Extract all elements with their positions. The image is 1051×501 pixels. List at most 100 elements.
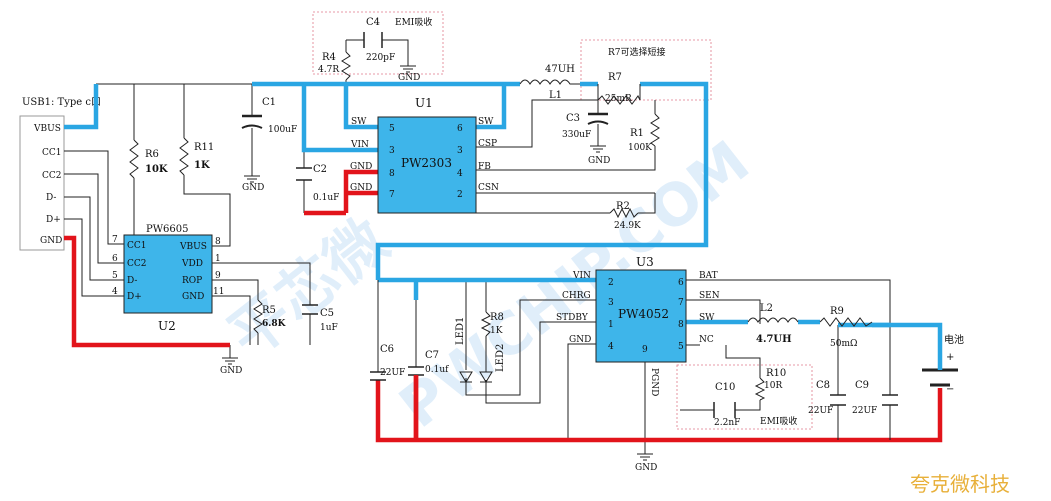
c8-ref: C8 [816, 380, 830, 391]
c1-value: 100uF [268, 125, 297, 135]
u2-pin-6-num: 6 [112, 254, 118, 264]
r9-value: 50mΩ [830, 339, 857, 349]
u1-pin-6-name: SW [478, 117, 494, 127]
u1-chip [377, 116, 477, 214]
r10-value: 10R [764, 381, 782, 391]
usb-pin-dminus: D- [46, 193, 56, 203]
c9-ref: C9 [855, 380, 869, 391]
u3-pin-vin-name: VIN [572, 271, 591, 281]
l2-value: 4.7UH [756, 334, 792, 345]
u1-pin-4-num: 4 [457, 169, 463, 179]
u1-pin-csp-name: CSP [478, 139, 497, 149]
u3-pin-chrg-name: CHRG [562, 291, 591, 301]
battery-symbol: + − [922, 348, 958, 395]
gnd-label-c1: GND [242, 183, 264, 193]
c7-ref: C7 [425, 350, 439, 361]
u3-chip [595, 269, 687, 363]
r6-body [129, 139, 139, 179]
u2-pin-rop-name: ROP [182, 276, 202, 286]
gnd-label-c4: GND [398, 73, 420, 83]
r6-value: 10K [145, 164, 168, 175]
r6-ref: R6 [145, 149, 159, 160]
u3-pin-pgnd-name: PGND [649, 368, 659, 396]
u3-pin-1-num: 1 [608, 320, 614, 330]
c4-ref: C4 [366, 17, 380, 28]
c3-ref: C3 [566, 113, 580, 124]
l2-inductor [747, 317, 799, 323]
r11-ref: R11 [194, 142, 214, 153]
r11-value: 1K [194, 160, 210, 171]
l1-inductor [519, 79, 580, 85]
r4-ref: R4 [322, 52, 336, 63]
u3-pin-3-num: 3 [608, 298, 614, 308]
gnd-c1 [243, 169, 261, 183]
battery-minus-sign: − [946, 384, 954, 395]
u1-pin-csn-name: CSN [478, 183, 499, 193]
c5-value: 1uF [320, 323, 338, 333]
r7-body [597, 95, 641, 105]
r9-ref: R9 [830, 306, 844, 317]
c3-value: 330uF [562, 130, 591, 140]
usb-pin-dplus: D+ [46, 215, 61, 225]
u3-pin-2-num: 2 [608, 278, 614, 288]
usb-pin-vbus: VBUS [33, 124, 61, 134]
c2-ref: C2 [313, 164, 327, 175]
u3-ref: U3 [636, 255, 654, 269]
c5-ref: C5 [320, 308, 334, 319]
led-symbols [459, 371, 493, 383]
u3-pin-nc-name: NC [699, 335, 714, 345]
gnd-c3 [589, 139, 607, 153]
u2-pin-dplus-name: D+ [127, 292, 142, 302]
emi-box-bottom [676, 364, 813, 430]
usb-pin-cc1: CC1 [42, 148, 62, 158]
signal-wires [64, 39, 891, 448]
r4-value: 4.7R [318, 65, 339, 75]
u3-pin-8-num: 8 [678, 320, 684, 330]
r8-value: 1K [490, 326, 503, 336]
u2-pin-7-num: 7 [112, 235, 118, 245]
r2-ref: R2 [616, 201, 630, 212]
r11-body [179, 137, 189, 176]
u2-pin-vbus-name: VBUS [179, 242, 207, 252]
r7-note: R7可选择短接 [608, 46, 666, 58]
led1-ref: LED1 [455, 317, 466, 345]
u1-pin-8-num: 8 [389, 169, 395, 179]
c9-value: 22UF [852, 406, 877, 416]
battery-plus-sign: + [946, 352, 954, 363]
r2-body [609, 207, 639, 219]
u3-part: PW4052 [618, 307, 669, 321]
c8-value: 22UF [808, 406, 833, 416]
c1-ref: C1 [262, 97, 276, 108]
u2-pin-gnd-name: GND [182, 292, 204, 302]
u3-pin-sw-name: SW [699, 313, 715, 323]
brand-label: 夸克微科技 [910, 472, 1010, 496]
r5-body [253, 299, 263, 334]
u1-pin-5-num: 5 [389, 124, 395, 134]
u1-pin-6-num: 6 [457, 124, 463, 134]
u1-pin-8-name: GND [350, 162, 372, 172]
u3-pin-stdby-name: STDBY [556, 313, 589, 323]
c7-value: 0.1uf [425, 365, 449, 375]
u2-pin-11-num: 11 [213, 287, 224, 297]
c2-value: 0.1uF [313, 193, 339, 203]
u3-pin-gnd-name: GND [569, 335, 591, 345]
r5-ref: R5 [262, 305, 276, 316]
r1-ref: R1 [630, 128, 644, 139]
u2-pin-cc1-name: CC1 [127, 241, 147, 251]
led2-ref: LED2 [495, 344, 506, 372]
usb-pin-cc2: CC2 [42, 171, 62, 181]
emi-note-top: EMI吸收 [395, 16, 432, 28]
r7-value: 25mR [605, 94, 632, 104]
u1-pin-2-num: 2 [457, 190, 463, 200]
u1-part: PW2303 [401, 156, 452, 170]
u2-pin-dminus-name: D- [127, 276, 137, 286]
u2-pin-4-num: 4 [112, 287, 118, 297]
u1-pin-3r-num: 3 [457, 146, 463, 156]
gnd-u3 [636, 447, 654, 461]
gnd-c4 [399, 59, 417, 73]
u1-pin-7-name: GND [350, 183, 372, 193]
watermark-chinese: 平芯微 [216, 206, 401, 372]
emi-note-bottom: EMI吸收 [760, 415, 797, 427]
u2-pin-vdd-name: VDD [181, 259, 203, 269]
